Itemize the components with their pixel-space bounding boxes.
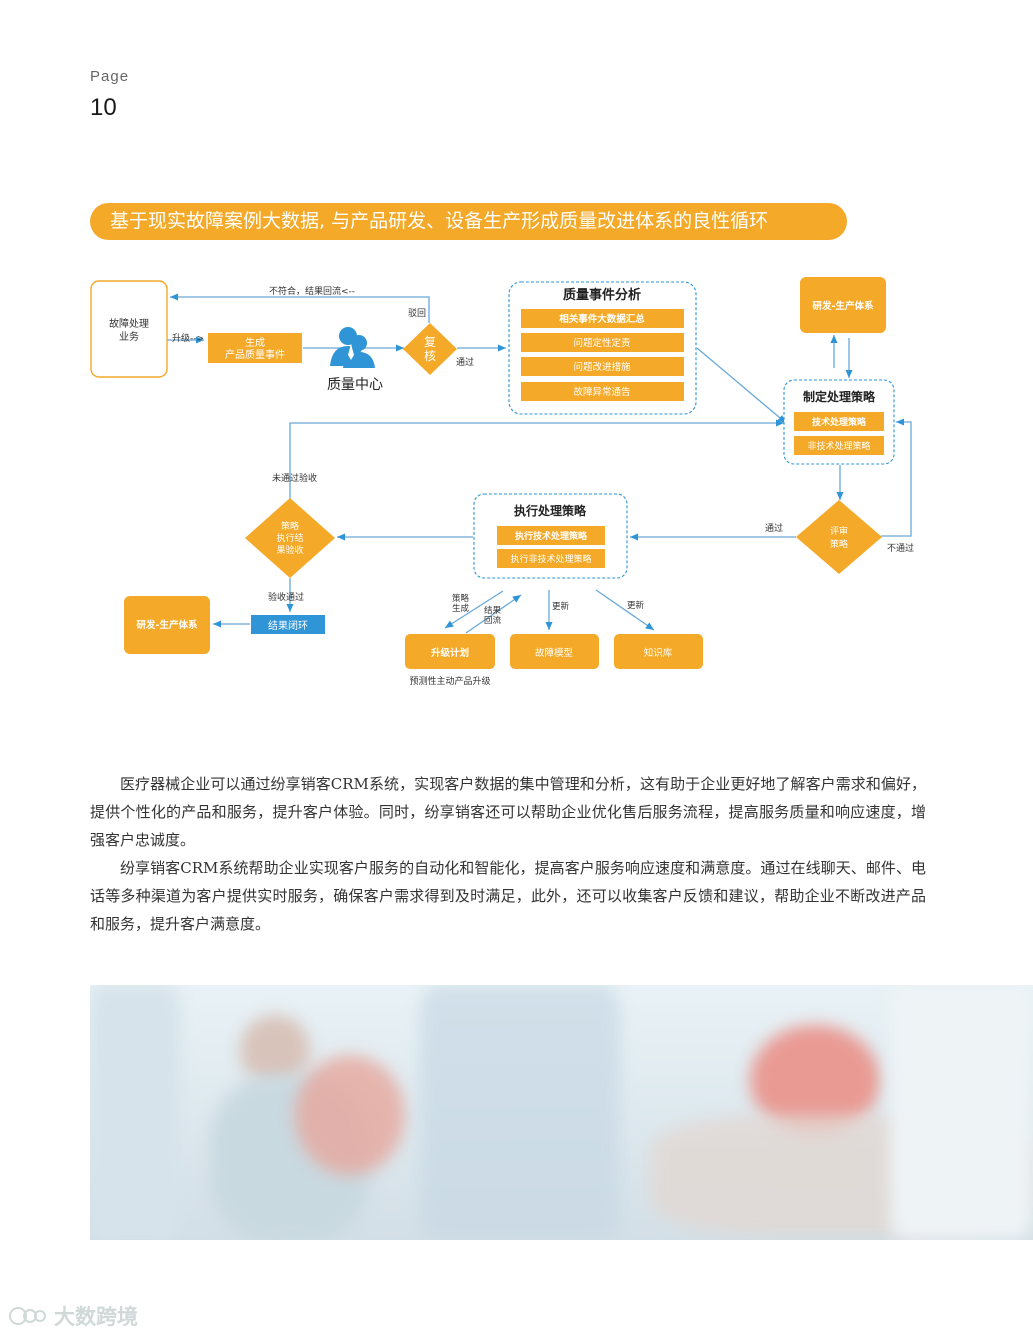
generate-event-line2: 产品质量事件 [225,348,285,361]
upgrade-arrow-label: 升级--> [172,332,204,344]
knowledge-base-box [614,634,703,669]
rd-top-label: 研发-生产体系 [813,300,874,312]
upgrade-plan-box [405,634,495,669]
evaluate-diamond [796,500,882,574]
analysis-item-1: 相关事件大数据汇总 [559,313,645,325]
result-close-box [251,615,325,634]
analysis-item-3: 问题改进措施 [573,361,631,373]
acceptance-line2: 执行结 [276,532,303,544]
update-label-1: 更新 [552,601,570,612]
arrow-analysis-to-strategy [696,347,787,424]
result-back-line1: 结果 [484,605,502,616]
rd-top-box [800,277,886,333]
execute-title: 执行处理策略 [514,503,587,518]
strategy-gen-line1: 策略 [452,593,470,604]
analysis-item-2: 问题定性定责 [573,337,630,349]
strategy-title: 制定处理策略 [803,389,876,404]
watermark-text: 大数跨境 [54,1305,138,1329]
execute-item-2: 执行非技术处理策略 [510,553,591,565]
predictive-upgrade-label: 预测性主动产品升级 [409,675,490,687]
medical-photo [90,985,1033,1240]
evaluate-diamond-line1: 评审 [830,525,848,537]
strategy-item-1: 技术处理策略 [812,416,867,428]
review-diamond-line2: 核 [424,349,436,363]
arrow-reject-back [170,293,430,323]
quality-center-label: 质量中心 [327,377,383,393]
analysis-title: 质量事件分析 [563,287,641,303]
watermark: 大数跨境 [8,1300,138,1332]
update-label-2: 更新 [627,600,645,611]
rd-bottom-label: 研发-生产体系 [137,619,198,631]
result-close-label: 结果闭环 [268,619,308,632]
pass-label: 通过 [456,356,474,368]
evaluate-pass-label: 通过 [765,522,783,534]
not-accepted-label: 未通过验收 [272,472,317,484]
review-diamond-line1: 复 [424,335,436,349]
fault-business-line1: 故障处理 [109,317,149,330]
fault-model-box [510,634,599,669]
page-label: Page [90,68,130,85]
acceptance-line3: 果验收 [276,544,303,556]
body-paragraph-2: 纷享销客CRM系统帮助企业实现客户服务的自动化和智能化，提高客户服务响应速度和满… [90,859,926,933]
execute-item-1: 执行技术处理策略 [515,530,588,542]
arrow-update-kb [595,589,655,631]
quality-flow-diagram: 故障处理 业务 升级--> 生成 产品质量事件 质量中心 不符合，结果回流<--… [90,277,914,687]
section-banner: 基于现实故障案例大数据, 与产品研发、设备生产形成质量改进体系的良性循环 [90,203,847,240]
evaluate-fail-label: 不通过 [887,542,914,554]
result-back-line2: 回流 [484,615,502,626]
page-number: 10 [90,94,117,121]
connectors [167,293,912,634]
generate-event-line1: 生成 [245,336,265,349]
upgrade-plan-label: 升级计划 [431,647,469,659]
evaluate-diamond-line2: 策略 [830,538,848,550]
accepted-label: 验收通过 [268,591,304,603]
strategy-item-2: 非技术处理策略 [807,440,870,452]
person-icon [330,327,375,368]
acceptance-line1: 策略 [281,520,299,532]
fault-business-box [90,280,168,378]
arrow-review-fail [881,418,912,537]
analysis-item-4: 故障异常通告 [573,386,630,398]
watermark-logo-icon [9,1307,46,1325]
generate-event-box [208,333,302,363]
acceptance-diamond [245,498,335,578]
reject-feedback-label: 不符合，结果回流<-- [269,285,355,297]
body-text: 医疗器械企业可以通过纷享销客CRM系统，实现客户数据的集中管理和分析，这有助于企… [90,770,926,938]
fault-business-line2: 业务 [119,330,139,343]
body-paragraph-1: 医疗器械企业可以通过纷享销客CRM系统，实现客户数据的集中管理和分析，这有助于企… [90,775,926,849]
reject-label: 驳回 [408,308,426,319]
strategy-gen-line2: 生成 [452,603,470,614]
rd-bottom-box [124,596,210,654]
knowledge-base-label: 知识库 [644,647,673,659]
arrow-result-back [465,594,522,634]
fault-model-label: 故障模型 [535,647,574,659]
arrow-strategy-gen [444,590,504,629]
arrow-not-accepted [289,419,784,500]
review-diamond [403,323,457,375]
